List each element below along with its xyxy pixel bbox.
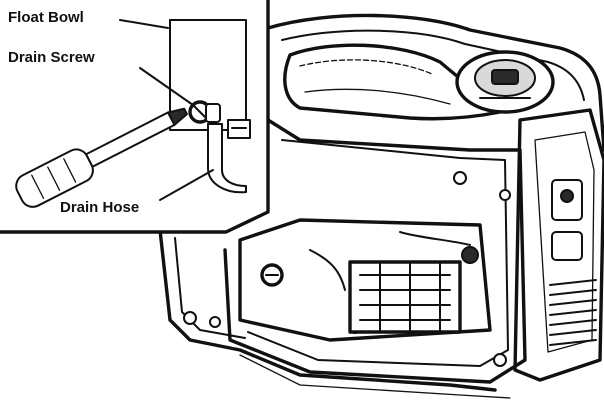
fuel-cap-grip — [492, 70, 518, 84]
housing-screw-icon — [454, 172, 466, 184]
handle-inner-line — [305, 89, 450, 104]
carburetor-block — [350, 262, 460, 332]
housing-screw-icon — [500, 190, 510, 200]
handle-grip-texture — [300, 60, 432, 74]
drain-hose-label: Drain Hose — [60, 199, 139, 216]
base-screw-icon — [210, 317, 220, 327]
housing-screw-icon — [494, 354, 506, 366]
switch-knob-icon — [561, 190, 573, 202]
float-bowl-label: Float Bowl — [8, 9, 84, 26]
outlet-lower-icon — [552, 232, 582, 260]
panel-vents — [550, 280, 596, 345]
inset-closeup: Float Bowl Drain Screw Drain Hose — [0, 0, 268, 232]
base-screw-icon — [184, 312, 196, 324]
drain-nipple — [206, 104, 220, 122]
drain-screw-label: Drain Screw — [8, 49, 95, 66]
